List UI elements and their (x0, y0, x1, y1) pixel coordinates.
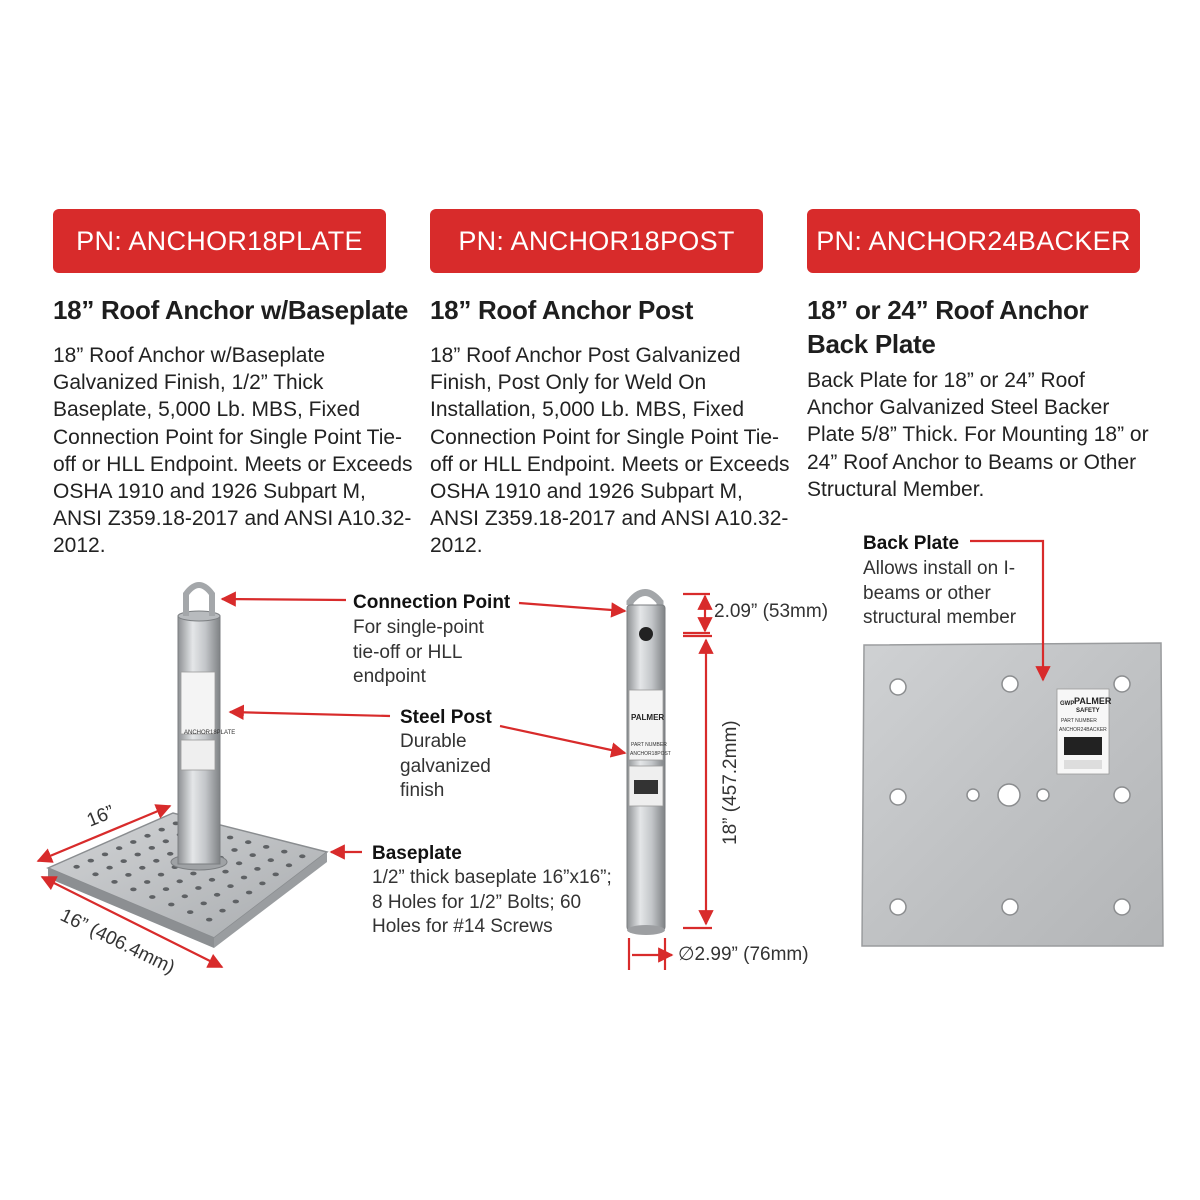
callout-arrows (36, 539, 1051, 970)
connection-ring (183, 582, 215, 616)
baseplate-hole (208, 877, 216, 882)
callout-back-plate-body: Allows install on I-beams or other struc… (863, 558, 1017, 628)
baseplate-hole (195, 886, 202, 890)
baseplate-hole (176, 879, 183, 884)
product-description-anchor24backer: Back Plate for 18” or 24” Roof Anchor Ga… (807, 369, 1149, 501)
baseplate-hole (263, 845, 270, 849)
baseplate-hole (106, 865, 113, 870)
baseplate-hole (232, 899, 239, 904)
anchor-with-baseplate-image: ANCHOR18PLATE (46, 582, 329, 948)
product-description-anchor18plate: 18” Roof Anchor w/Baseplate Galvanized F… (53, 344, 413, 558)
anchor-post-image: PALMER PART NUMBER ANCHOR18POST (626, 589, 671, 935)
baseplate-hole (148, 846, 155, 850)
baseplate-hole (267, 858, 274, 863)
callout-steel-post-body: Durable galvanized finish (400, 731, 491, 801)
baseplate-hole (235, 861, 243, 866)
baseplate-hole (149, 895, 156, 899)
backer-tag-brand: PALMER (1074, 696, 1112, 706)
callout-back-plate-title: Back Plate (863, 533, 960, 554)
product-description-anchor18post: 18” Roof Anchor Post Galvanized Finish, … (430, 344, 790, 558)
pn-badge-label: PN: ANCHOR18POST (458, 225, 735, 256)
baseplate-hole (213, 892, 221, 897)
connection-ring (626, 589, 664, 605)
baseplate-hole (144, 880, 151, 884)
baseplate-hole (87, 858, 95, 863)
pn-badge-label: PN: ANCHOR24BACKER (816, 225, 1131, 256)
baseplate-hole (181, 894, 188, 899)
baseplate-hole (162, 887, 170, 891)
baseplate-hole (167, 851, 174, 856)
baseplate-hole (226, 835, 234, 840)
baseplate-hole (285, 863, 293, 868)
baseplate-hole (120, 859, 127, 863)
dimension-post-diameter: ∅2.99” (76mm) (678, 944, 809, 965)
baseplate-hole (254, 867, 261, 871)
backer-tag-part-number: ANCHOR24BACKER (1059, 727, 1107, 733)
baseplate-hole (240, 875, 248, 880)
baseplate-hole (249, 853, 256, 857)
post-tag-part-heading: PART NUMBER (631, 742, 667, 748)
pn-badge-anchor24backer: PN: ANCHOR24BACKER (807, 209, 1140, 273)
back-plate-tag (1056, 688, 1110, 775)
svg-text:ANCHOR18PLATE: ANCHOR18PLATE (184, 730, 235, 736)
pn-badge-label: PN: ANCHOR18PLATE (76, 225, 363, 256)
backer-tag-part-heading: PART NUMBER (1061, 718, 1097, 724)
baseplate-hole (144, 833, 151, 838)
baseplate-hole (125, 873, 132, 877)
baseplate-hole (231, 848, 238, 852)
baseplate-hole (190, 871, 197, 876)
baseplate-hole (281, 849, 288, 854)
baseplate-hole (158, 827, 165, 832)
post-tag-brand: PALMER (631, 713, 664, 722)
baseplate-hole (222, 869, 229, 874)
pn-badge-anchor18plate: PN: ANCHOR18PLATE (53, 209, 386, 273)
baseplate-hole (162, 839, 169, 844)
callout-connection-point-title: Connection Point (353, 592, 511, 613)
baseplate-hole (92, 872, 99, 877)
post-tag-part-number: ANCHOR18POST (630, 751, 671, 757)
baseplate-hole (111, 880, 118, 884)
callout-connection-point-body: For single-point tie-off or HLL endpoint (353, 617, 484, 687)
baseplate-hole (116, 846, 123, 851)
callout-baseplate-title: Baseplate (372, 843, 462, 864)
baseplate-hole (130, 840, 137, 844)
callout-steel-post-title: Steel Post (400, 707, 492, 728)
baseplate-hole (200, 901, 207, 906)
baseplate-hole (187, 910, 194, 914)
product-title-anchor18post: 18” Roof Anchor Post (430, 295, 694, 325)
backer-tag-brand-prefix: GWP (1060, 701, 1074, 707)
dimension-post-length: 18” (457.2mm) (720, 720, 741, 845)
baseplate-hole (245, 890, 253, 895)
baseplate-hole (219, 908, 226, 913)
baseplate-hole (153, 858, 160, 863)
product-title-anchor24backer: 18” or 24” Roof Anchor Back Plate (807, 295, 1089, 359)
baseplate-hole (134, 852, 141, 857)
baseplate-hole (73, 864, 80, 869)
dimension-ring-height: 2.09” (53mm) (714, 601, 829, 622)
back-plate-image: GWP PALMER SAFETY PART NUMBER ANCHOR24BA… (861, 642, 1164, 947)
product-title-anchor18plate: 18” Roof Anchor w/Baseplate (53, 295, 409, 325)
baseplate-hole (206, 917, 213, 922)
callout-baseplate-body: 1/2” thick baseplate 16”x16”; 8 Holes fo… (372, 867, 612, 937)
baseplate-hole (272, 872, 279, 877)
baseplate-hole (101, 852, 109, 857)
baseplate-hole (139, 865, 146, 870)
back-plate-holes (889, 675, 1131, 916)
baseplate-hole (157, 872, 165, 877)
baseplate-hole (259, 881, 266, 886)
pn-badge-anchor18post: PN: ANCHOR18POST (430, 209, 763, 273)
baseplate-hole (227, 884, 234, 888)
baseplate-hole (168, 902, 175, 907)
baseplate-hole (299, 854, 306, 859)
baseplate-hole (245, 840, 252, 845)
backer-tag-brand-line2: SAFETY (1076, 708, 1100, 714)
baseplate-hole (130, 887, 137, 892)
